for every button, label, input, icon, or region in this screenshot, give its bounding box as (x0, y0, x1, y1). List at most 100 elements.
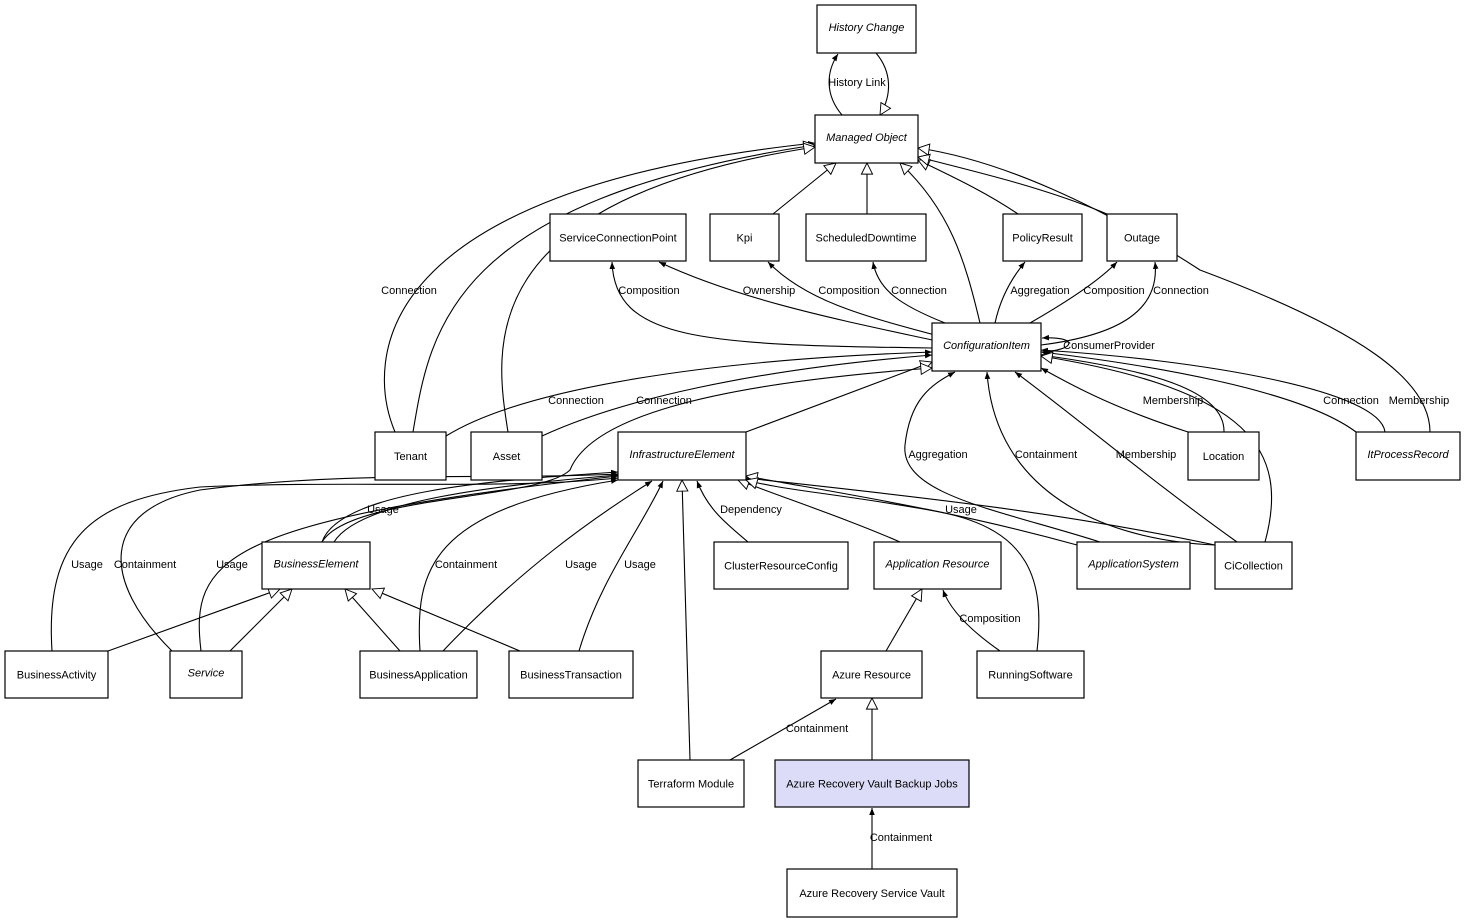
class-name: BusinessActivity (17, 669, 97, 681)
class-node-kpi[interactable]: Kpi (709, 213, 780, 262)
class-box[interactable] (1106, 213, 1178, 262)
association-edge-running_software-to-application_resource (942, 589, 1001, 652)
edge-label: Composition (959, 613, 1020, 625)
edge-label: Containment (114, 559, 176, 571)
class-node-it-process-record[interactable]: ItProcessRecord (1355, 431, 1461, 481)
class-name: Outage (1124, 232, 1160, 244)
class-name: CiCollection (1224, 560, 1283, 572)
class-box[interactable] (1355, 431, 1461, 481)
edge-label: Containment (435, 559, 497, 571)
association-edge-asset-to-configuration_item (541, 352, 933, 437)
class-box[interactable] (169, 650, 243, 699)
generalization-edge-ci_collection-to-configuration_item (1041, 356, 1273, 543)
generalization-edge-running_software-to-infrastructure_element (746, 480, 1040, 652)
class-node-history-change[interactable]: History Change (816, 4, 917, 54)
class-box[interactable] (1002, 213, 1083, 262)
association-edge-business_application-to-infrastructure_element (418, 478, 619, 652)
class-name: ConfigurationItem (943, 340, 1030, 352)
class-box[interactable] (713, 541, 849, 590)
class-box[interactable] (508, 650, 634, 699)
class-node-application-system[interactable]: ApplicationSystem (1076, 541, 1191, 590)
class-node-business-transaction[interactable]: BusinessTransaction (508, 650, 634, 699)
edge-label: Containment (786, 723, 848, 735)
class-box[interactable] (374, 431, 447, 481)
class-box[interactable] (4, 650, 109, 699)
generalization-edge-kpi-to-managed_object (772, 163, 836, 215)
class-box[interactable] (709, 213, 780, 262)
class-node-policy-result[interactable]: PolicyResult (1002, 213, 1083, 262)
class-box[interactable] (359, 650, 478, 699)
edge-label: Connection (636, 395, 692, 407)
class-box[interactable] (805, 213, 927, 262)
association-edge-configuration_item-to-outage (1040, 261, 1159, 346)
class-node-azure-recovery-service-vault[interactable]: Azure Recovery Service Vault (786, 868, 958, 918)
class-box[interactable] (976, 650, 1085, 699)
association-edge-configuration_item-to-service_connection_point (658, 261, 933, 341)
class-box[interactable] (931, 322, 1042, 372)
class-box[interactable] (873, 541, 1002, 590)
edge-label: Membership (1389, 395, 1450, 407)
class-node-tenant[interactable]: Tenant (374, 431, 447, 481)
class-node-business-application[interactable]: BusinessApplication (359, 650, 478, 699)
generalization-edge-service-to-business_element (229, 589, 292, 652)
association-edge-business_element-to-infrastructure_element (333, 472, 619, 543)
class-node-configuration-item[interactable]: ConfigurationItem (931, 322, 1042, 372)
class-node-ci-collection[interactable]: CiCollection (1214, 541, 1293, 590)
association-edge-application_system-to-configuration_item (904, 371, 1101, 543)
class-node-asset[interactable]: Asset (470, 431, 543, 481)
generalization-edge-location-to-configuration_item (1041, 355, 1225, 433)
edge-label: Usage (945, 504, 977, 516)
association-edge-business_transaction-to-infrastructure_element (578, 480, 664, 652)
generalization-edge-history_change-to-managed_object (875, 52, 889, 115)
class-name: PolicyResult (1012, 232, 1073, 244)
class-name: Kpi (737, 232, 753, 244)
edge-label: Connection (381, 285, 437, 297)
generalization-edge-policy_result-to-managed_object (918, 160, 1019, 215)
class-node-service[interactable]: Service (169, 650, 243, 699)
class-node-running-software[interactable]: RunningSoftware (976, 650, 1085, 699)
class-box[interactable] (1214, 541, 1293, 590)
class-box[interactable] (1187, 431, 1260, 481)
class-node-managed-object[interactable]: Managed Object (814, 114, 919, 164)
class-box[interactable] (470, 431, 543, 481)
edge-label: Containment (870, 832, 932, 844)
class-name: Azure Recovery Service Vault (799, 888, 944, 900)
class-node-service-connection-point[interactable]: ServiceConnectionPoint (549, 213, 687, 262)
class-node-location[interactable]: Location (1187, 431, 1260, 481)
class-node-cluster-resource-config[interactable]: ClusterResourceConfig (713, 541, 849, 590)
edges-layer (50, 52, 1431, 869)
class-node-business-activity[interactable]: BusinessActivity (4, 650, 109, 699)
class-node-business-element[interactable]: BusinessElement (261, 541, 371, 590)
generalization-edge-business_transaction-to-business_element (372, 589, 521, 652)
class-box[interactable] (774, 759, 970, 808)
edge-label: Composition (818, 285, 879, 297)
class-node-infrastructure-element[interactable]: InfrastructureElement (617, 431, 747, 481)
class-box[interactable] (1076, 541, 1191, 590)
class-node-terraform-module[interactable]: Terraform Module (637, 759, 745, 808)
class-box[interactable] (637, 759, 745, 808)
class-box[interactable] (261, 541, 371, 590)
class-name: Azure Recovery Vault Backup Jobs (786, 778, 958, 790)
class-node-scheduled-downtime[interactable]: ScheduledDowntime (805, 213, 927, 262)
edge-label: ConsumerProvider (1063, 340, 1155, 352)
class-box[interactable] (786, 868, 958, 918)
class-node-azure-recovery-vault-backup-jobs[interactable]: Azure Recovery Vault Backup Jobs (774, 759, 970, 808)
class-node-application-resource[interactable]: Application Resource (873, 541, 1002, 590)
class-box[interactable] (816, 4, 917, 54)
class-box[interactable] (617, 431, 747, 481)
class-name: ApplicationSystem (1087, 558, 1179, 570)
class-node-outage[interactable]: Outage (1106, 213, 1178, 262)
class-name: Tenant (394, 451, 427, 463)
generalization-edge-business_activity-to-business_element (107, 589, 280, 652)
association-edge-configuration_item-to-kpi (767, 261, 936, 336)
class-node-azure-resource[interactable]: Azure Resource (820, 650, 923, 699)
class-box[interactable] (814, 114, 919, 164)
generalization-edge-application_system-to-infrastructure_element (746, 476, 1078, 546)
class-name: Application Resource (885, 558, 990, 570)
class-box[interactable] (549, 213, 687, 262)
class-name: ScheduledDowntime (816, 232, 917, 244)
association-edge-managed_object-to-history_change (828, 53, 843, 116)
class-box[interactable] (820, 650, 923, 699)
